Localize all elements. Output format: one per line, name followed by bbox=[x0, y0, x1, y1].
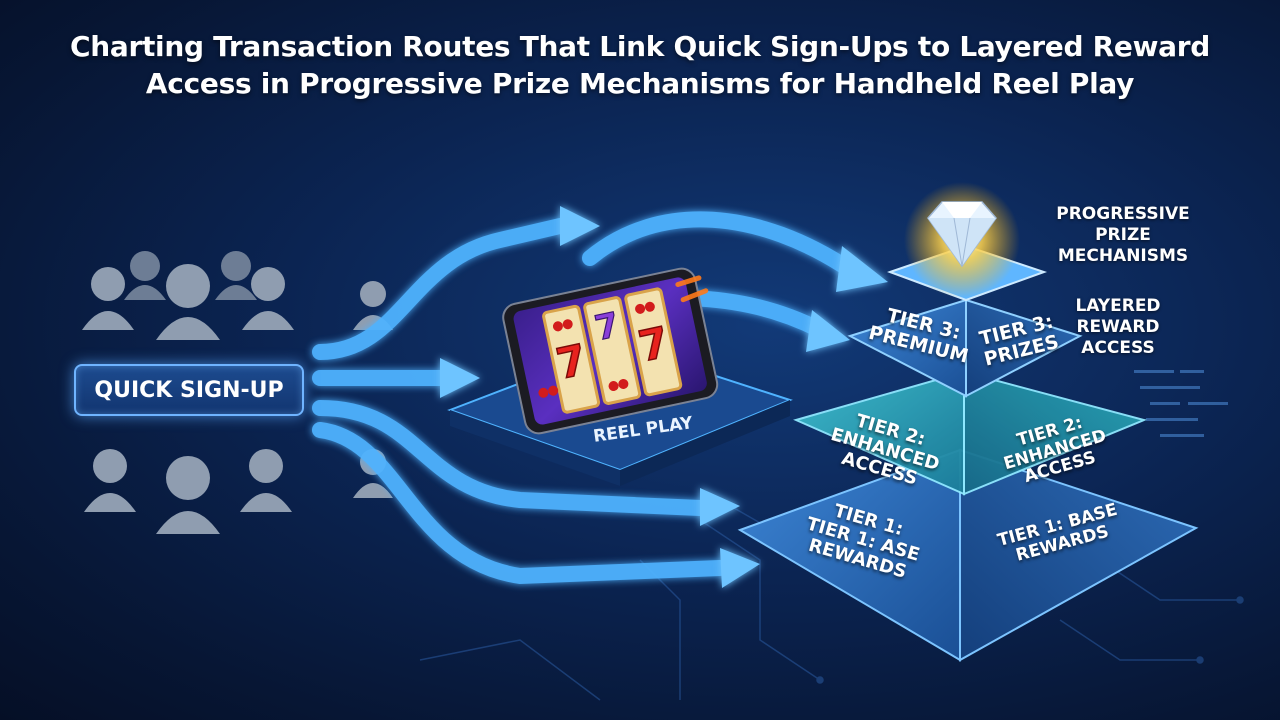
user-icon bbox=[124, 251, 166, 300]
title-line-1: Charting Transaction Routes That Link Qu… bbox=[69, 30, 1211, 63]
tier2-right-face bbox=[963, 370, 1148, 496]
user-icon bbox=[240, 449, 292, 512]
layered-label-line-2: REWARD bbox=[1076, 317, 1160, 337]
diamond-icon bbox=[927, 201, 997, 268]
layered-reward-label: LAYERED REWARD ACCESS bbox=[1072, 296, 1164, 359]
arrow-icon bbox=[312, 400, 708, 516]
data-streams bbox=[1134, 370, 1228, 437]
arrow-heads bbox=[440, 206, 888, 588]
arrow-icon bbox=[582, 211, 858, 278]
user-icon bbox=[156, 264, 220, 340]
tier3-right-face bbox=[965, 298, 1083, 398]
reel-seven-2: 7 bbox=[591, 305, 622, 349]
user-icon bbox=[215, 251, 257, 300]
user-icon bbox=[82, 267, 134, 330]
tier1-right-face bbox=[959, 448, 1199, 662]
user-icon bbox=[242, 267, 294, 330]
user-group-top bbox=[82, 251, 393, 340]
pyramid bbox=[737, 244, 1199, 662]
progressive-prize-label: PROGRESSIVE PRIZE MECHANISMS bbox=[1028, 204, 1218, 267]
arrow-icon bbox=[312, 218, 568, 360]
layered-label-line-3: ACCESS bbox=[1081, 338, 1155, 358]
motion-streaks bbox=[675, 275, 709, 303]
layered-label-line-1: LAYERED bbox=[1075, 296, 1161, 316]
smartphone-icon: 7 7 7 bbox=[502, 267, 719, 435]
arrow-icon bbox=[682, 290, 828, 338]
user-icon bbox=[84, 449, 136, 512]
quick-signup-label: QUICK SIGN-UP bbox=[94, 377, 284, 403]
prize-label-line-1: PROGRESSIVE bbox=[1056, 204, 1190, 224]
title-line-2: Access in Progressive Prize Mechanisms f… bbox=[145, 67, 1135, 100]
page-title: Charting Transaction Routes That Link Qu… bbox=[0, 28, 1280, 102]
slot-reels bbox=[542, 287, 683, 414]
user-group-bottom bbox=[84, 449, 393, 534]
transaction-routes bbox=[312, 211, 858, 585]
prize-label-line-2: PRIZE MECHANISMS bbox=[1057, 225, 1189, 266]
user-icon bbox=[156, 456, 220, 534]
quick-signup-box: QUICK SIGN-UP bbox=[74, 364, 304, 416]
cherry-icon bbox=[538, 301, 655, 398]
arrow-icon bbox=[312, 422, 728, 585]
